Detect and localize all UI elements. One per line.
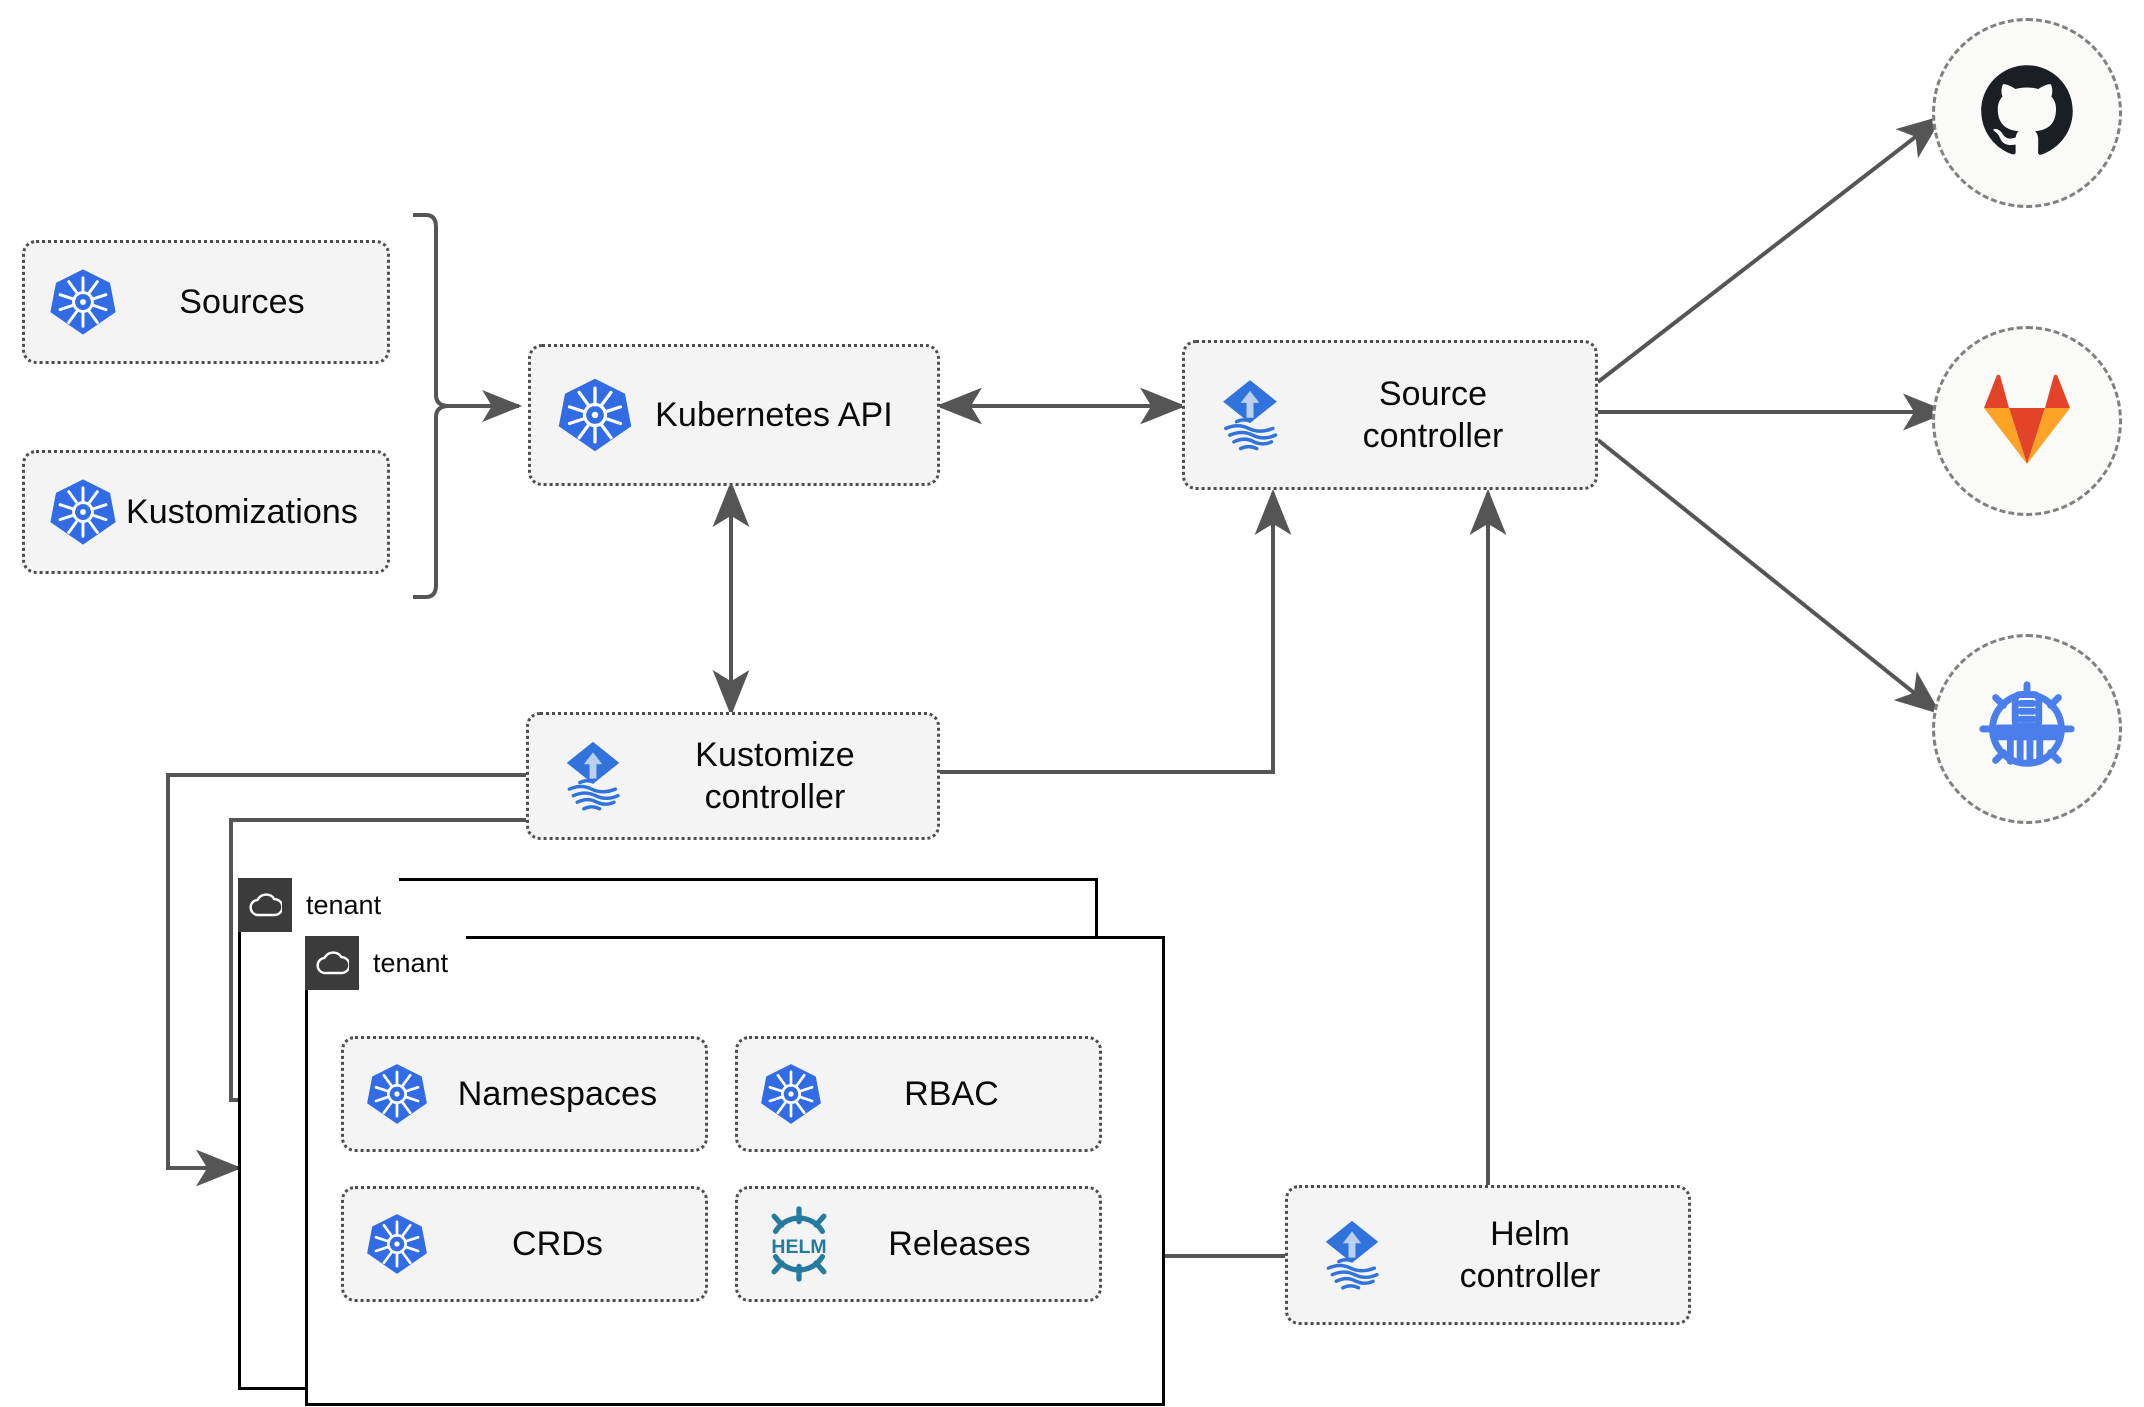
node-crds[interactable]: CRDs [341, 1186, 708, 1302]
tenant-label-outer: tenant [292, 878, 400, 932]
svg-text:HELM: HELM [771, 1236, 826, 1258]
node-sources[interactable]: Sources [22, 240, 390, 364]
node-label: Releases [888, 1224, 1031, 1263]
flux-icon [1310, 1213, 1394, 1297]
harbor-icon [1973, 673, 2081, 786]
provider-harbor[interactable] [1932, 634, 2122, 824]
tenant-tab-inner: tenant [305, 936, 467, 990]
kubernetes-icon [364, 1061, 430, 1127]
node-label: Kustomizations [126, 492, 358, 531]
kubernetes-icon [364, 1211, 430, 1277]
node-kubernetes-api[interactable]: Kubernetes API [528, 344, 940, 486]
flux-icon [551, 734, 635, 818]
node-kustomizations[interactable]: Kustomizations [22, 450, 390, 574]
provider-gitlab[interactable] [1932, 326, 2122, 516]
tenant-tab-outer: tenant [238, 878, 400, 932]
wire-source-to-github [1596, 115, 1944, 384]
tenant-box-inner: tenant [305, 936, 1165, 1406]
kubernetes-icon [555, 375, 635, 455]
node-rbac[interactable]: RBAC [735, 1036, 1102, 1152]
wire-source-to-harbor [1596, 438, 1942, 715]
kubernetes-icon [47, 476, 119, 548]
kubernetes-icon [758, 1061, 824, 1127]
tenant-label-inner: tenant [359, 936, 467, 990]
helm-icon: HELM [758, 1206, 840, 1282]
provider-github[interactable] [1932, 18, 2122, 208]
flux-icon [1207, 372, 1293, 458]
github-icon [1975, 59, 2079, 168]
node-label: CRDs [511, 1224, 604, 1263]
node-releases[interactable]: HELM Releases [735, 1186, 1102, 1302]
cloud-icon [238, 878, 292, 932]
wire-kustomize-to-source [940, 489, 1292, 774]
node-namespaces[interactable]: Namespaces [341, 1036, 708, 1152]
kubernetes-icon [47, 266, 119, 338]
node-label: Sources [179, 282, 305, 321]
group-brace [413, 213, 448, 599]
cloud-icon [305, 936, 359, 990]
node-label: RBAC [904, 1074, 999, 1113]
node-label: Namespaces [457, 1074, 658, 1113]
node-label: Kubernetes API [655, 395, 893, 434]
gitlab-icon [1975, 370, 2079, 473]
